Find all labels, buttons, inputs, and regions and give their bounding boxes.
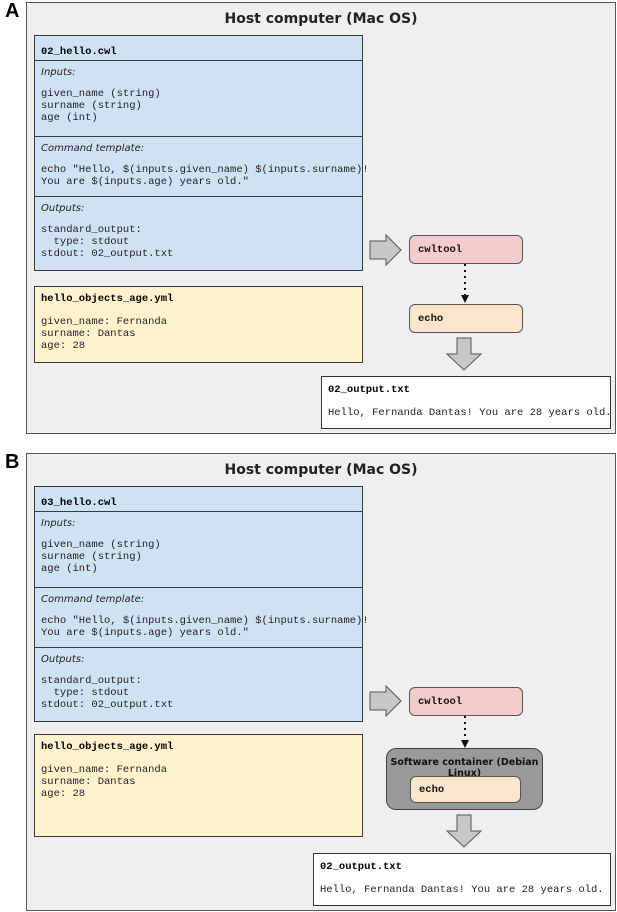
panel-b-inputs-section: Inputs: given_name (string) surname (str… — [35, 511, 362, 587]
panel-b-host-title: Host computer (Mac OS) — [224, 462, 418, 478]
panel-b-output-arrow-icon — [445, 814, 483, 848]
panel-b-container-title: Software container (Debian Linux) — [390, 757, 539, 779]
panel-a-yml-filename: hello_objects_age.yml — [41, 293, 174, 305]
panel-a-output-arrow-icon — [445, 337, 483, 371]
panel-b-host-computer: Host computer (Mac OS) 03_hello.cwl Inpu… — [26, 453, 616, 911]
panel-a-output-filename: 02_output.txt — [328, 384, 410, 396]
panel-b-echo-label: echo — [419, 783, 445, 796]
panel-a-echo-box: echo — [409, 304, 523, 333]
panel-b-yml-contents: given_name: Fernanda surname: Dantas age… — [41, 764, 168, 800]
panel-a-inputs-list: given_name (string) surname (string) age… — [41, 88, 161, 124]
panel-b-software-container: Software container (Debian Linux) echo — [386, 748, 543, 810]
panel-b-outputs-list: standard_output: type: stdout stdout: 02… — [41, 675, 174, 711]
panel-a-letter: A — [5, 0, 20, 22]
panel-a-outputs-list: standard_output: type: stdout stdout: 02… — [41, 224, 174, 260]
panel-a-host-computer: Host computer (Mac OS) 02_hello.cwl Inpu… — [26, 2, 616, 434]
panel-b-echo-box: echo — [410, 776, 521, 803]
panel-b-input-arrow-icon — [369, 684, 402, 718]
panel-b-cwltool-label: cwltool — [418, 695, 463, 708]
panel-a-echo-label: echo — [418, 312, 444, 325]
panel-b-inputs-label: Inputs: — [41, 518, 76, 529]
panel-b-yml-filename: hello_objects_age.yml — [41, 741, 174, 753]
panel-b-inputs-list: given_name (string) surname (string) age… — [41, 539, 161, 575]
panel-b-letter: B — [5, 451, 20, 473]
panel-b-cwltool-box: cwltool — [409, 687, 523, 716]
panel-b-command-label: Command template: — [41, 594, 145, 605]
panel-b-yml-file: hello_objects_age.yml given_name: Fernan… — [34, 734, 363, 837]
panel-a-command-label: Command template: — [41, 143, 145, 154]
panel-b-output-file: 02_output.txt Hello, Fernanda Dantas! Yo… — [313, 853, 611, 906]
panel-b-output-filename: 02_output.txt — [320, 861, 402, 873]
panel-a-inputs-section: Inputs: given_name (string) surname (str… — [35, 60, 362, 136]
panel-a-output-content: Hello, Fernanda Dantas! You are 28 years… — [328, 407, 612, 419]
panel-a-cwl-filename: 02_hello.cwl — [41, 46, 117, 58]
panel-a-cwltool-label: cwltool — [418, 243, 463, 256]
panel-b-output-content: Hello, Fernanda Dantas! You are 28 years… — [320, 884, 604, 896]
panel-b-cwl-file: 03_hello.cwl Inputs: given_name (string)… — [34, 486, 369, 722]
panel-b-outputs-section: Outputs: standard_output: type: stdout s… — [35, 647, 362, 721]
panel-a-outputs-label: Outputs: — [41, 203, 85, 214]
panel-a-output-file: 02_output.txt Hello, Fernanda Dantas! Yo… — [321, 376, 612, 429]
panel-a-input-arrow-icon — [369, 233, 402, 267]
panel-b-command-section: Command template: echo "Hello, $(inputs.… — [35, 587, 369, 647]
panel-a-host-title: Host computer (Mac OS) — [224, 11, 418, 27]
panel-a-yml-file: hello_objects_age.yml given_name: Fernan… — [34, 286, 363, 363]
panel-a-inputs-label: Inputs: — [41, 67, 76, 78]
panel-a-command-section: Command template: echo "Hello, $(inputs.… — [35, 136, 369, 196]
panel-a-outputs-section: Outputs: standard_output: type: stdout s… — [35, 196, 362, 270]
panel-b-command-template: echo "Hello, $(inputs.given_name) $(inpu… — [41, 615, 369, 639]
panel-a-cwltool-box: cwltool — [409, 235, 523, 264]
panel-b-outputs-label: Outputs: — [41, 654, 85, 665]
panel-a-cwl-file: 02_hello.cwl Inputs: given_name (string)… — [34, 35, 369, 271]
panel-a-yml-contents: given_name: Fernanda surname: Dantas age… — [41, 316, 168, 352]
panel-a-command-template: echo "Hello, $(inputs.given_name) $(inpu… — [41, 164, 369, 188]
panel-b-cwl-filename: 03_hello.cwl — [41, 497, 117, 509]
